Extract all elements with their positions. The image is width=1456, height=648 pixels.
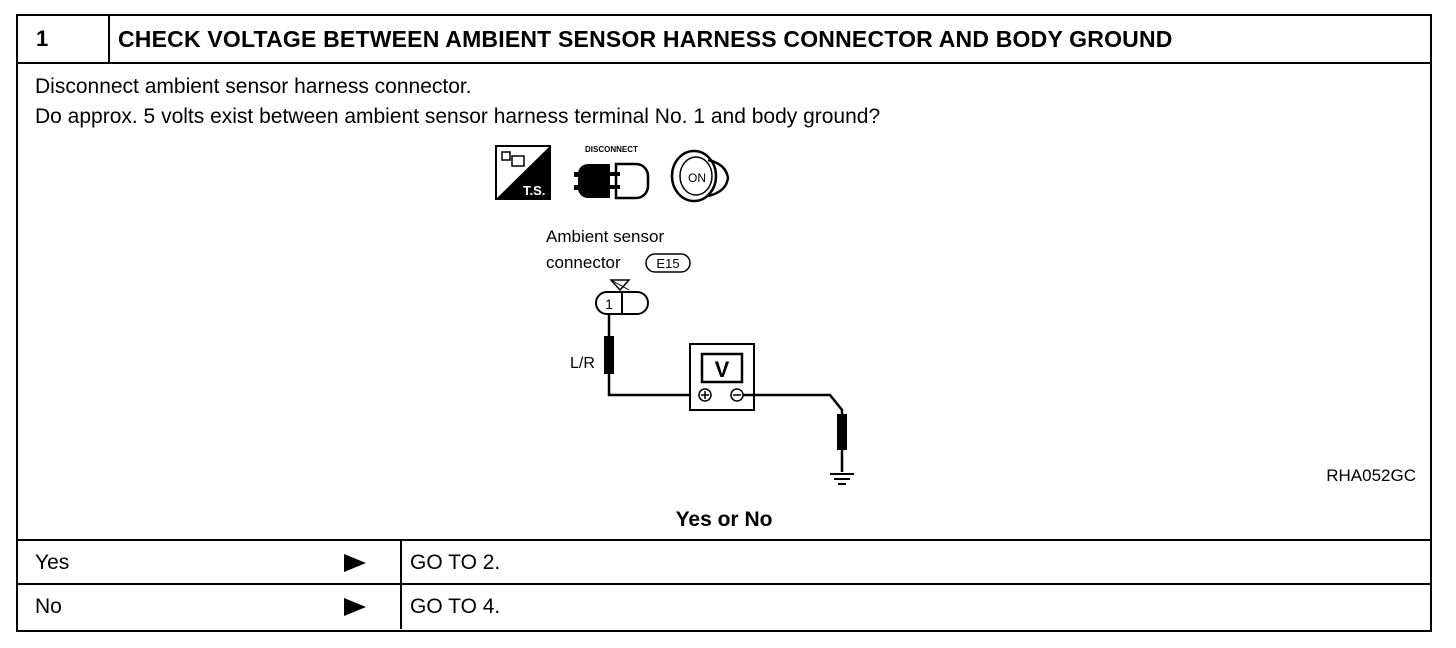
figure-reference: RHA052GC bbox=[1326, 466, 1416, 485]
inspection-step-table: 1 CHECK VOLTAGE BETWEEN AMBIENT SENSOR H… bbox=[16, 14, 1432, 632]
step-header: 1 CHECK VOLTAGE BETWEEN AMBIENT SENSOR H… bbox=[18, 16, 1430, 64]
meter-symbol: V bbox=[715, 357, 730, 382]
disconnect-icon: DISCONNECT bbox=[574, 145, 650, 200]
ts-label: T.S. bbox=[523, 183, 545, 198]
right-arrow-icon bbox=[344, 598, 366, 616]
step-number: 1 bbox=[18, 16, 110, 62]
result-row-no: No GO TO 4. bbox=[18, 585, 1430, 629]
ignition-on-icon: ON bbox=[670, 149, 730, 203]
column-divider bbox=[400, 585, 402, 629]
connector-symbol: 1 bbox=[595, 279, 649, 315]
ignition-on-label: ON bbox=[688, 171, 706, 185]
result-answer: Yes bbox=[35, 551, 70, 574]
ts-icon: T.S. bbox=[495, 145, 551, 200]
connector-label-line2: connector bbox=[546, 253, 621, 272]
instruction-line-1: Disconnect ambient sensor harness connec… bbox=[35, 75, 472, 98]
step-title: CHECK VOLTAGE BETWEEN AMBIENT SENSOR HAR… bbox=[118, 26, 1173, 52]
ground-symbol bbox=[830, 473, 854, 485]
instruction-line-2: Do approx. 5 volts exist between ambient… bbox=[35, 105, 881, 128]
wire-color-label: L/R bbox=[570, 355, 595, 372]
disconnect-label: DISCONNECT bbox=[585, 145, 638, 154]
connector-code: E15 bbox=[656, 256, 679, 271]
terminal-number: 1 bbox=[605, 296, 613, 312]
result-action: GO TO 4. bbox=[410, 595, 501, 618]
right-arrow-icon bbox=[344, 554, 366, 572]
column-divider bbox=[400, 541, 402, 583]
question-label: Yes or No bbox=[675, 508, 773, 531]
wiring-diagram: T.S. DISCONNECT ON Ambient sensor bbox=[495, 145, 854, 485]
result-action: GO TO 2. bbox=[410, 551, 501, 574]
step-body: Disconnect ambient sensor harness connec… bbox=[18, 64, 1430, 541]
result-row-yes: Yes GO TO 2. bbox=[18, 541, 1430, 585]
result-answer: No bbox=[35, 595, 62, 618]
voltmeter: V bbox=[689, 343, 755, 411]
connector-label-line1: Ambient sensor bbox=[546, 227, 664, 246]
